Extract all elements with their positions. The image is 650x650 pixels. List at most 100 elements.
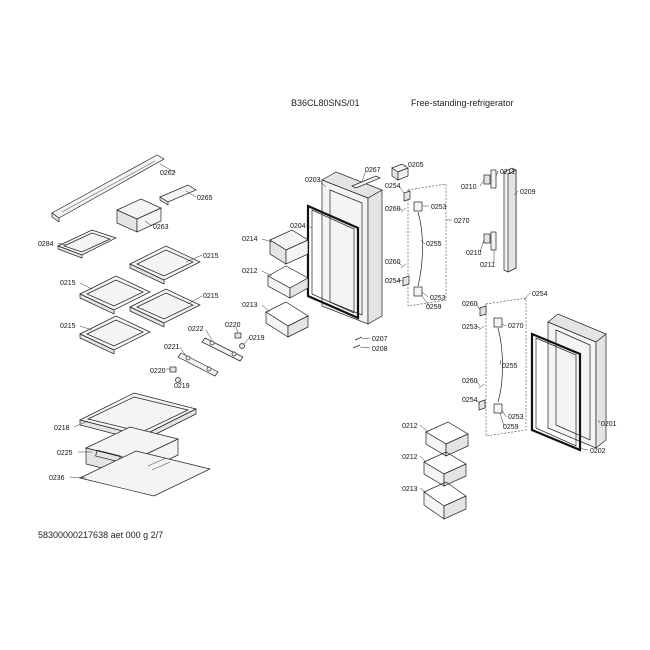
part-0211-hinge: [490, 169, 497, 189]
callout-0214: 0214: [242, 236, 258, 243]
callout-0208: 0208: [372, 346, 388, 353]
callout-0225: 0225: [57, 450, 73, 457]
callout-0210: 0210: [461, 184, 477, 191]
callout-0265: 0265: [197, 195, 213, 202]
part-0219-screw: [239, 343, 245, 349]
callout-0259: 0259: [503, 424, 519, 431]
part-0255-handle-bar: [417, 211, 423, 287]
callout-0254: 0254: [385, 278, 401, 285]
callout-0209: 0209: [520, 189, 536, 196]
part-0260-screw: [478, 325, 485, 331]
part-0202-gasket: [530, 332, 582, 452]
callout-0255: 0255: [502, 363, 518, 370]
part-0254-bracket: [403, 190, 411, 202]
callout-0220: 0220: [225, 322, 241, 329]
callout-0270: 0270: [454, 218, 470, 225]
part-0265-rail: [159, 184, 197, 206]
part-0204-gasket: [306, 204, 360, 320]
callout-0205: 0205: [408, 162, 424, 169]
part-0284-glass-shelf: [57, 229, 117, 259]
part-0212-door-bin: [425, 421, 469, 457]
leader-lines: [57, 163, 601, 494]
part-0253-mount: [493, 317, 503, 328]
callout-0211: 0211: [480, 262, 495, 269]
callout-0284: 0284: [38, 241, 54, 248]
part-0205-hinge-cap: [391, 163, 409, 181]
part-0236-bottom-plate: [78, 450, 212, 497]
part-0208-pin: [352, 344, 361, 349]
part-0209-vertical-rail: [503, 167, 517, 273]
callout-0207: 0207: [372, 336, 388, 343]
part-callouts: 0262 0265 0263 0284 0215 0215 0215 0215 …: [38, 162, 617, 493]
callout-0213: 0213: [242, 302, 258, 309]
part-0201-door: [547, 313, 607, 449]
callout-0259: 0259: [426, 304, 442, 311]
callout-0201: 0201: [601, 421, 617, 428]
part-0207-pin: [354, 336, 363, 341]
part-0203-door: [321, 171, 383, 325]
callout-0254: 0260: [462, 301, 478, 308]
part-0260-screw: [400, 263, 407, 269]
part-0270-handle-assembly: [407, 183, 447, 307]
part-0221-rail: [177, 352, 219, 377]
callout-0210: 0210: [466, 250, 482, 257]
callout-0260: 0253: [462, 324, 478, 331]
callout-0211: 0211: [500, 169, 515, 176]
callout-0220: 0220: [150, 368, 166, 375]
part-0213-door-bin: [265, 301, 309, 338]
callout-0215: 0215: [203, 293, 219, 300]
part-0270-handle-assembly: [485, 297, 527, 437]
part-0210-hinge: [483, 174, 491, 185]
part-0210-hinge: [483, 233, 491, 244]
diagram-description: Free-standing-refrigerator: [411, 98, 514, 108]
callout-0270: 0254: [532, 291, 548, 298]
callout-0254: 0254: [462, 397, 478, 404]
part-0215-shelf: [129, 245, 201, 285]
callout-0213: 0213: [402, 486, 418, 493]
part-0253-mount: [413, 201, 423, 212]
part-0260-screw: [478, 383, 485, 389]
callout-0219: 0219: [174, 383, 190, 390]
part-0262-trim-strip: [51, 154, 165, 223]
callout-0202: 0202: [590, 448, 606, 455]
part-0254-bracket: [402, 275, 410, 287]
callout-0215: 0215: [203, 253, 219, 260]
part-0222-rail: [201, 337, 244, 362]
callout-0253: 0253: [508, 414, 524, 421]
callout-0203: 0203: [305, 177, 321, 184]
part-0214-door-bin: [269, 229, 309, 265]
part-0212-door-bin: [267, 265, 309, 299]
callout-0253: 0253: [431, 204, 447, 211]
model-number: B36CL80SNS/01: [291, 98, 360, 108]
part-0253-mount: [413, 286, 423, 297]
callout-0236: 0236: [49, 475, 65, 482]
part-0267-trim: [351, 175, 381, 189]
callout-0262: 0262: [160, 170, 176, 177]
callout-0255: 0255: [426, 241, 442, 248]
callout-0253: 0270: [508, 323, 524, 330]
callout-0212: 0212: [242, 268, 258, 275]
part-0253-mount: [493, 403, 503, 414]
callout-0218: 0218: [54, 425, 70, 432]
callout-0215: 0215: [60, 323, 76, 330]
part-0215-shelf: [129, 288, 201, 328]
callout-0254: 0254: [385, 183, 401, 190]
callout-0260: 0260: [385, 259, 401, 266]
part-0254-bracket: [479, 305, 487, 317]
callout-0219: 0219: [249, 335, 265, 342]
callout-0263: 0263: [153, 224, 169, 231]
part-0260-screw: [400, 207, 407, 213]
part-0215-shelf: [79, 315, 151, 355]
part-0220-clip: [169, 366, 177, 373]
callout-0253: 0253: [430, 295, 446, 302]
callout-0204: 0204: [290, 223, 306, 230]
part-0255-handle-bar: [497, 327, 503, 403]
part-0215-shelf: [79, 275, 151, 315]
document-code: 58300000217638 aet 000 g 2/7: [38, 530, 164, 540]
part-0211-hinge: [490, 231, 497, 251]
callout-0260: 0260: [462, 378, 478, 385]
callout-0260: 0260: [385, 206, 401, 213]
callout-0267: 0267: [365, 167, 381, 174]
